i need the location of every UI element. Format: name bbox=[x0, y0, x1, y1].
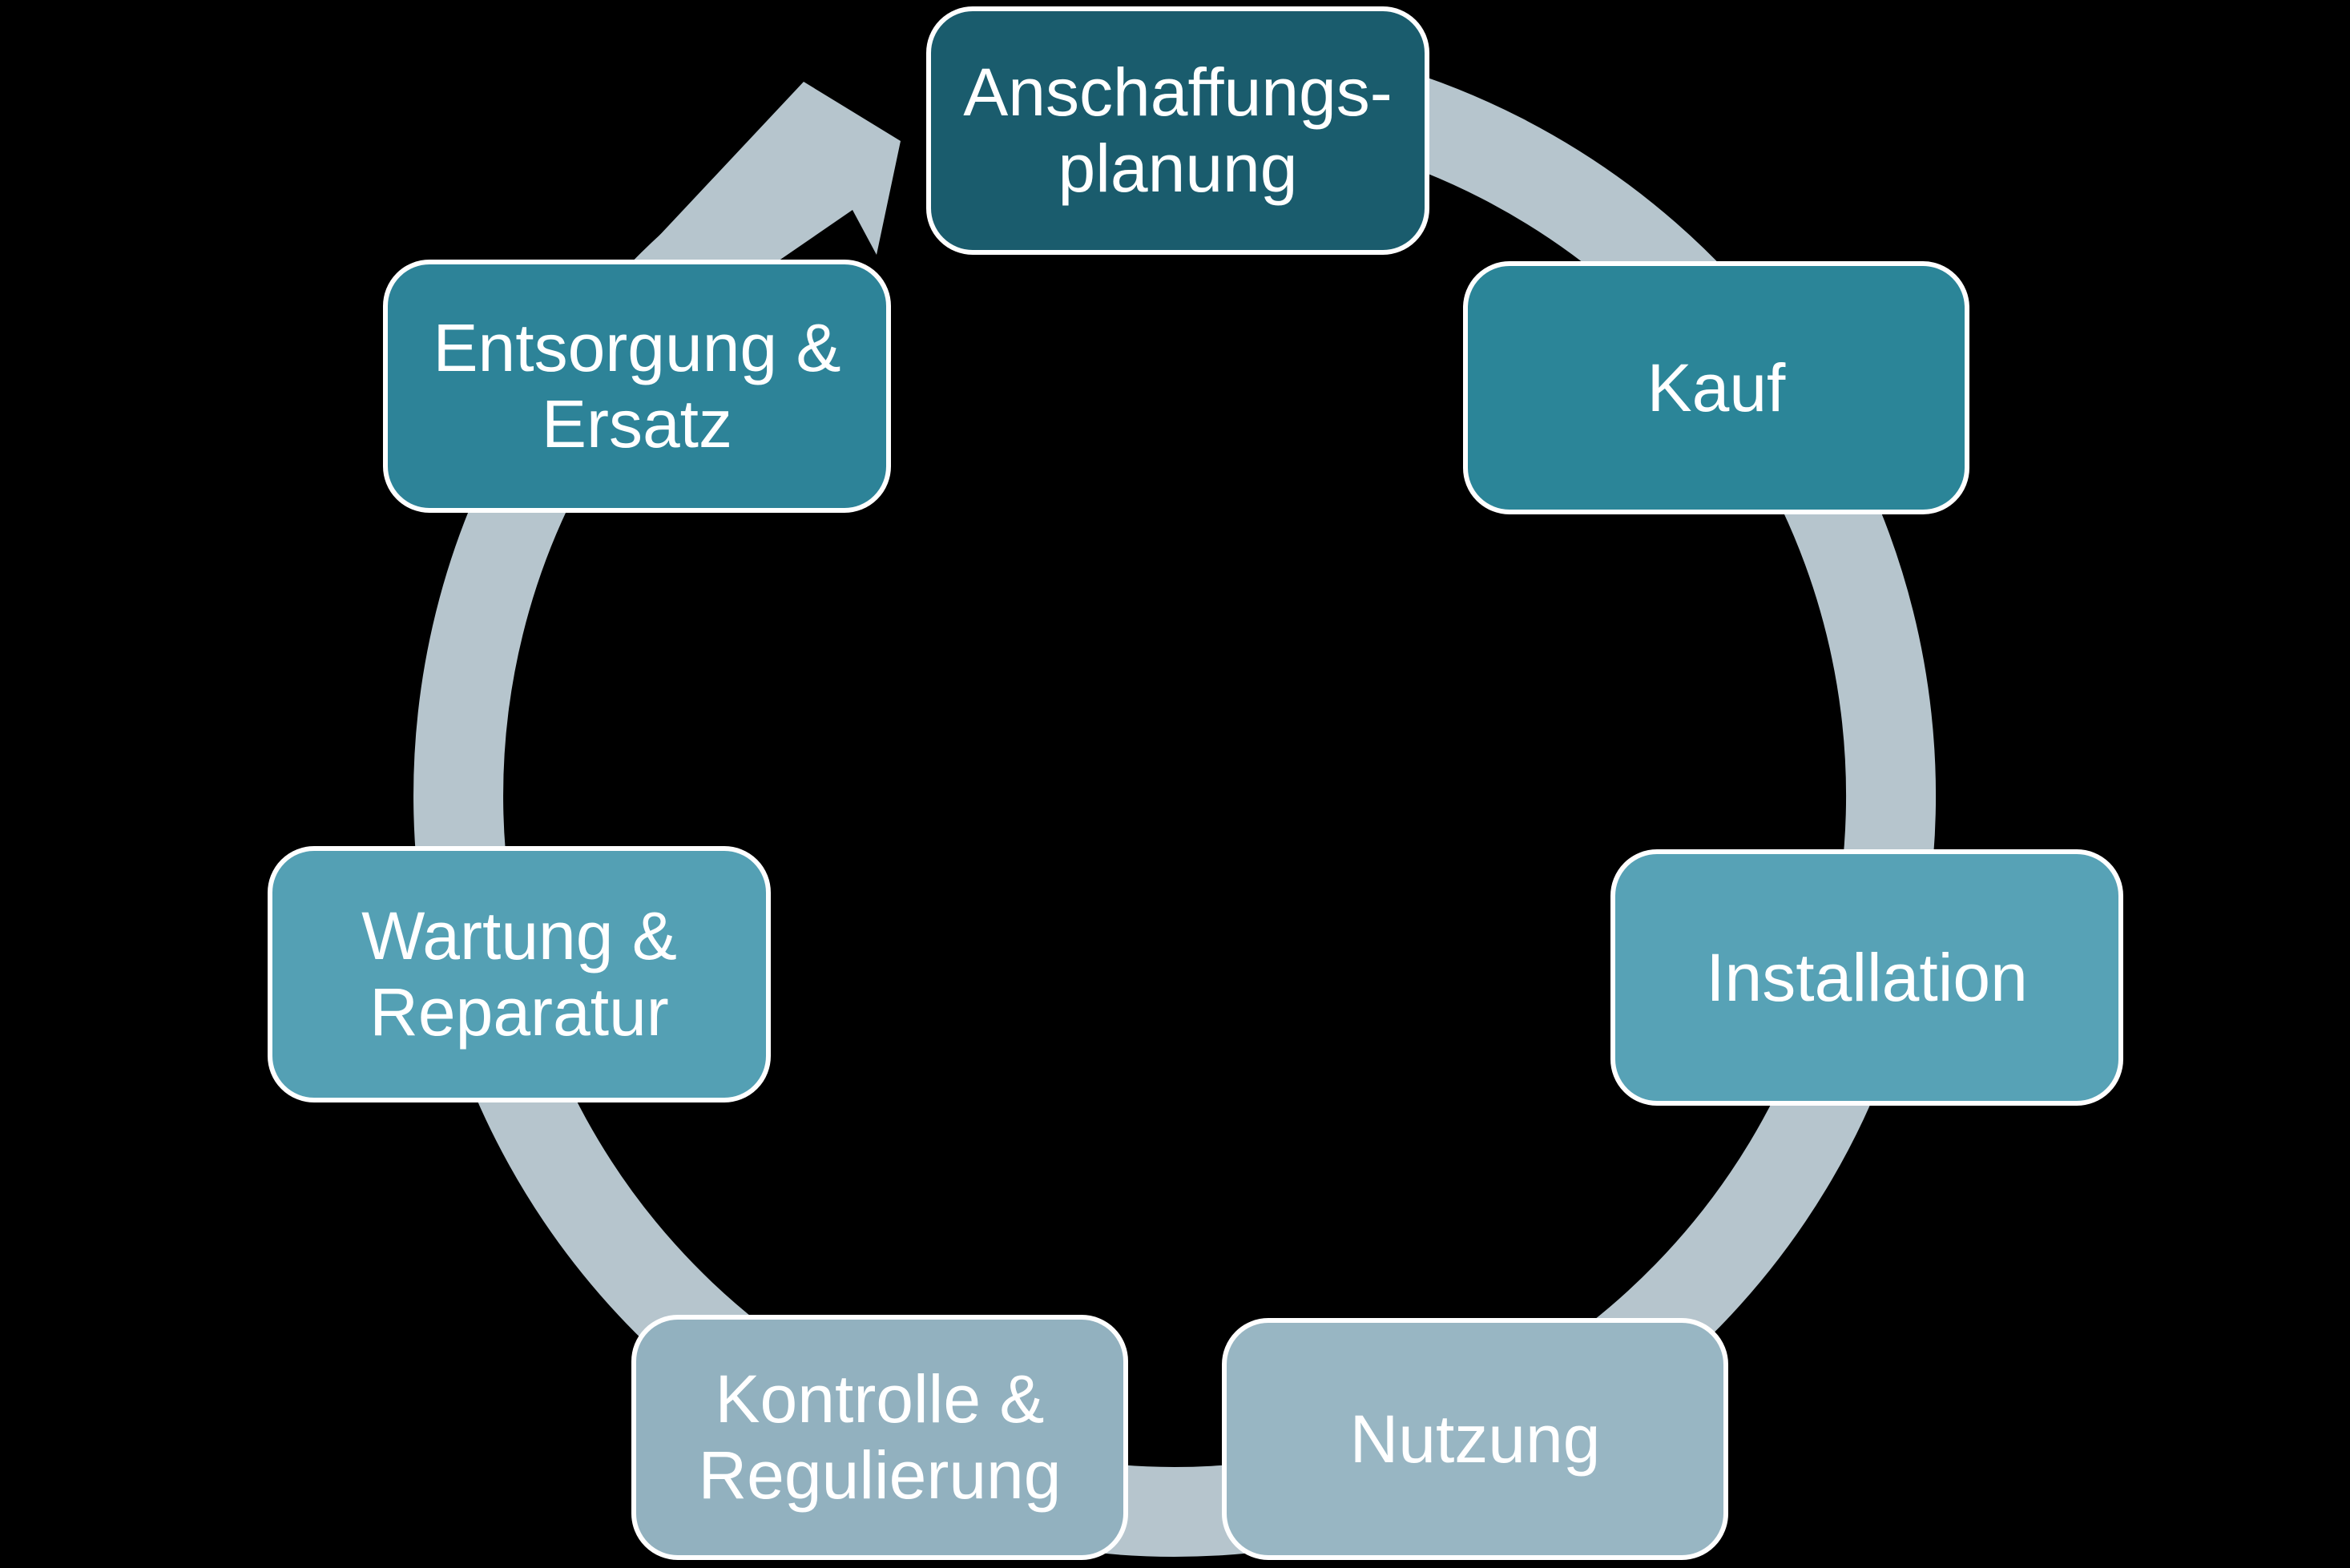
node-installation: Installation bbox=[1610, 849, 2123, 1106]
node-kontrolle-regulierung-label: Kontrolle & Regulierung bbox=[698, 1361, 1062, 1513]
cycle-arrow-head-icon bbox=[657, 82, 901, 263]
node-wartung-reparatur-label: Wartung & Reparatur bbox=[361, 898, 677, 1050]
node-nutzung-label: Nutzung bbox=[1349, 1401, 1601, 1477]
node-wartung-reparatur: Wartung & Reparatur bbox=[268, 846, 771, 1102]
node-kontrolle-regulierung: Kontrolle & Regulierung bbox=[631, 1315, 1128, 1560]
node-nutzung: Nutzung bbox=[1222, 1318, 1728, 1560]
node-kauf-label: Kauf bbox=[1647, 349, 1786, 425]
node-entsorgung-ersatz-label: Entsorgung & Ersatz bbox=[433, 310, 841, 462]
node-anschaffungsplanung: Anschaffungs- planung bbox=[926, 6, 1429, 255]
node-installation-label: Installation bbox=[1706, 939, 2028, 1015]
node-anschaffungsplanung-label: Anschaffungs- planung bbox=[963, 54, 1393, 206]
node-entsorgung-ersatz: Entsorgung & Ersatz bbox=[383, 260, 891, 513]
node-kauf: Kauf bbox=[1463, 261, 1969, 514]
